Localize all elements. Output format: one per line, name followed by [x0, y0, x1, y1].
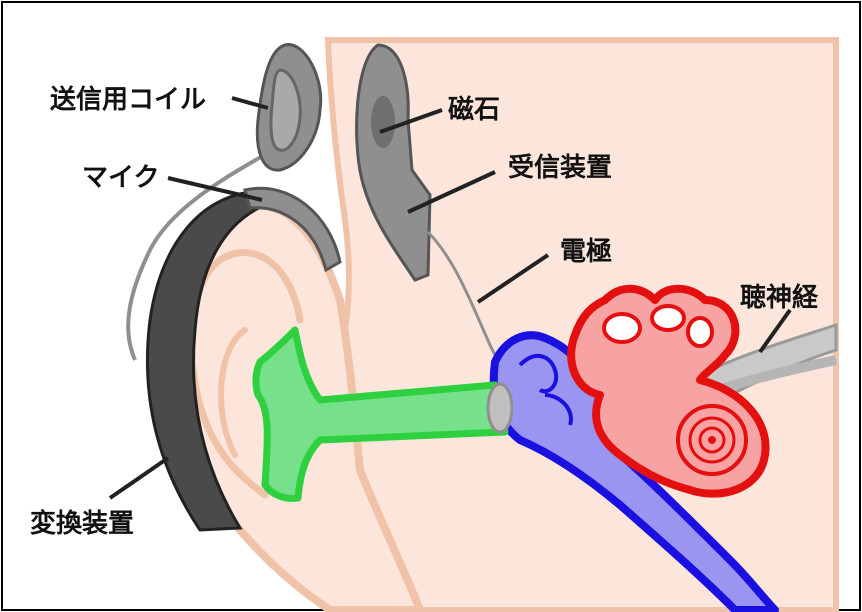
- label-receiver: 受信装置: [508, 152, 612, 183]
- label-electrode: 電極: [560, 237, 612, 267]
- label-microphone: マイク: [82, 163, 159, 193]
- label-magnet: 磁石: [448, 94, 500, 125]
- label-processor: 変換装置: [30, 508, 134, 539]
- label-transmit-coil: 送信用コイル: [50, 85, 206, 115]
- label-auditory-nerve: 聴神経: [740, 282, 819, 313]
- magnet-disc: [371, 96, 395, 148]
- eardrum: [488, 384, 512, 432]
